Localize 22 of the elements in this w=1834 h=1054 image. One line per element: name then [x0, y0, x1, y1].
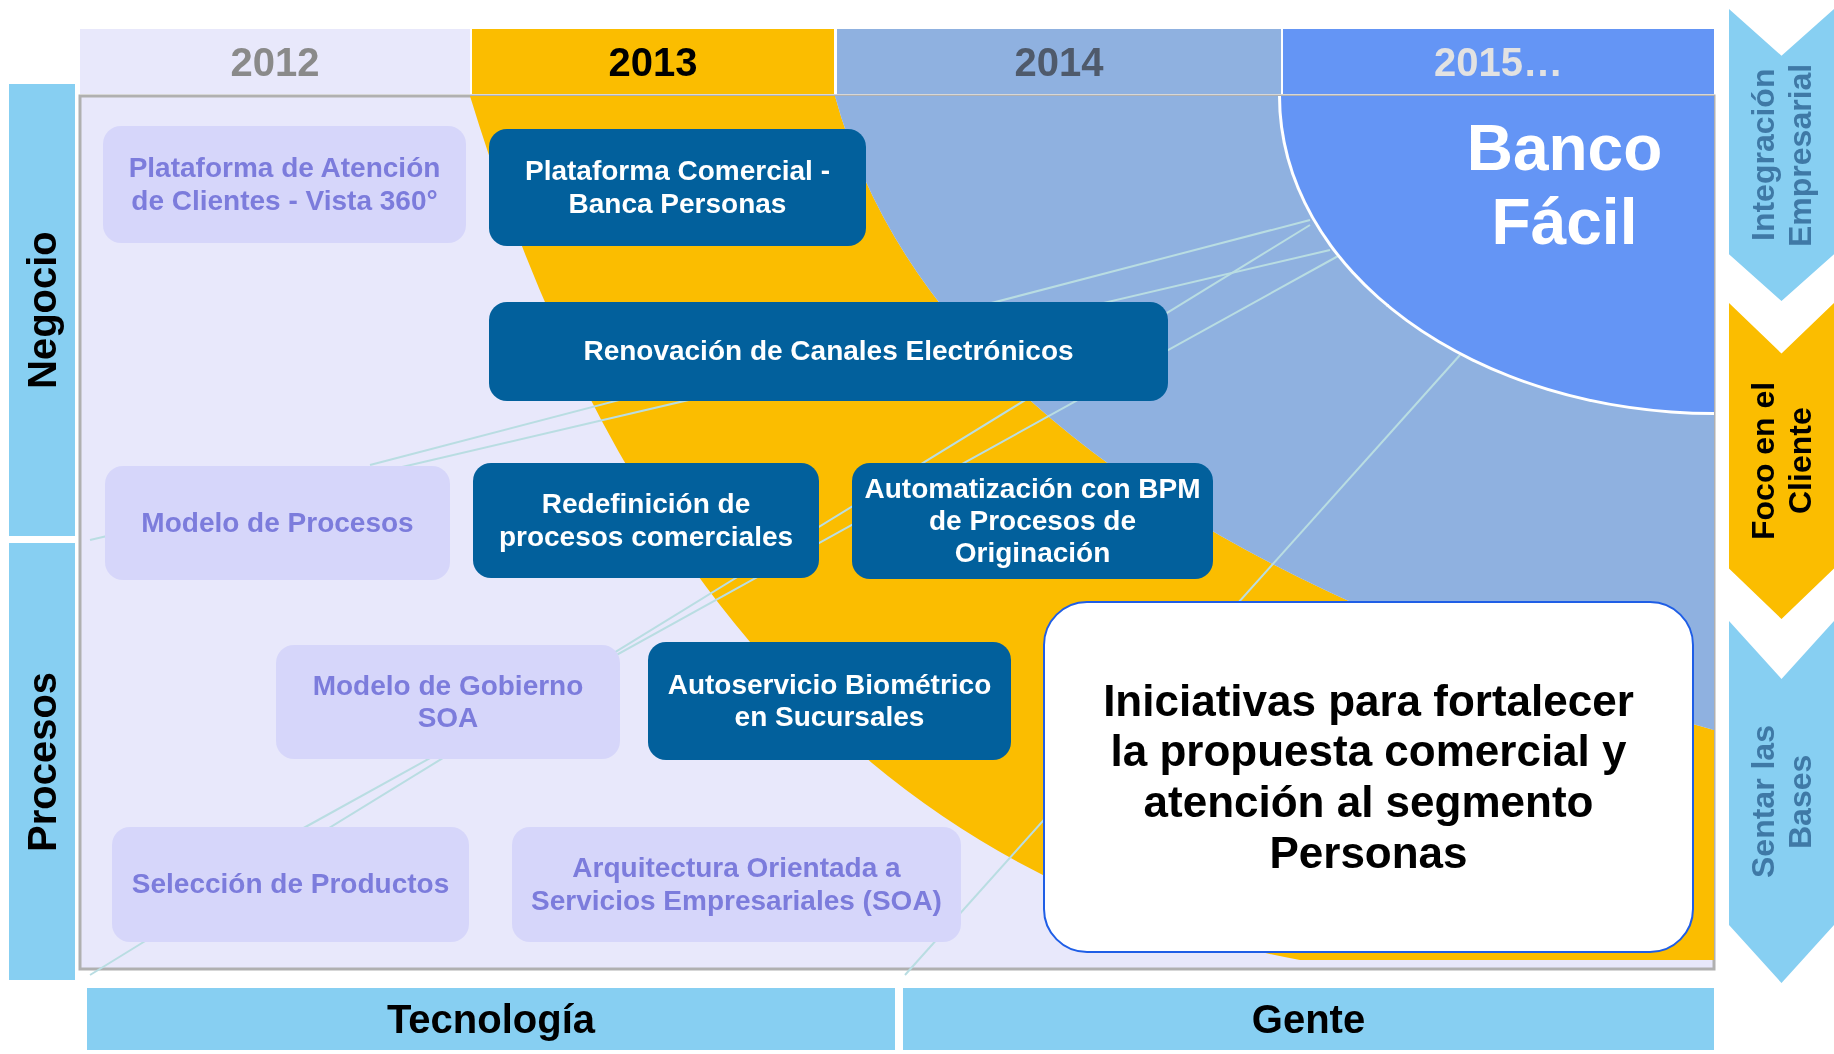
- year-header: 2015…: [1283, 29, 1714, 94]
- category-bar: Tecnología: [87, 988, 895, 1050]
- initiative-box: Renovación de Canales Electrónicos: [489, 302, 1168, 401]
- initiative-box: Automatización con BPM de Procesos de Originación: [852, 463, 1213, 579]
- phase-band: Sentar las Bases: [1729, 621, 1834, 983]
- phase-band: Foco en el Cliente: [1729, 303, 1834, 619]
- category-bar: Gente: [903, 988, 1714, 1050]
- phase-band: Integración Empresarial: [1729, 9, 1834, 301]
- initiative-box: Plataforma de Atención de Clientes - Vista 360°: [103, 126, 466, 243]
- initiative-box: Arquitectura Orientada a Servicios Empresariales (SOA): [512, 827, 961, 942]
- year-header: 2014: [837, 29, 1281, 94]
- initiative-box: Selección de Productos: [112, 827, 469, 942]
- initiative-box: Modelo de Procesos: [105, 466, 450, 580]
- year-header: 2013: [472, 29, 834, 94]
- initiative-box: Modelo de Gobierno SOA: [276, 645, 620, 759]
- category-bar: Negocio: [9, 84, 75, 536]
- category-bar: Procesos: [9, 543, 75, 980]
- initiative-box: Plataforma Comercial - Banca Personas: [489, 129, 866, 246]
- callout-box: Iniciativas para fortalecer la propuesta comercial y atención al segmento Personas: [1043, 601, 1694, 953]
- initiative-box: Redefinición de procesos comerciales: [473, 463, 819, 578]
- initiative-box: Autoservicio Biométrico en Sucursales: [648, 642, 1011, 760]
- year-header: 2012: [80, 29, 470, 94]
